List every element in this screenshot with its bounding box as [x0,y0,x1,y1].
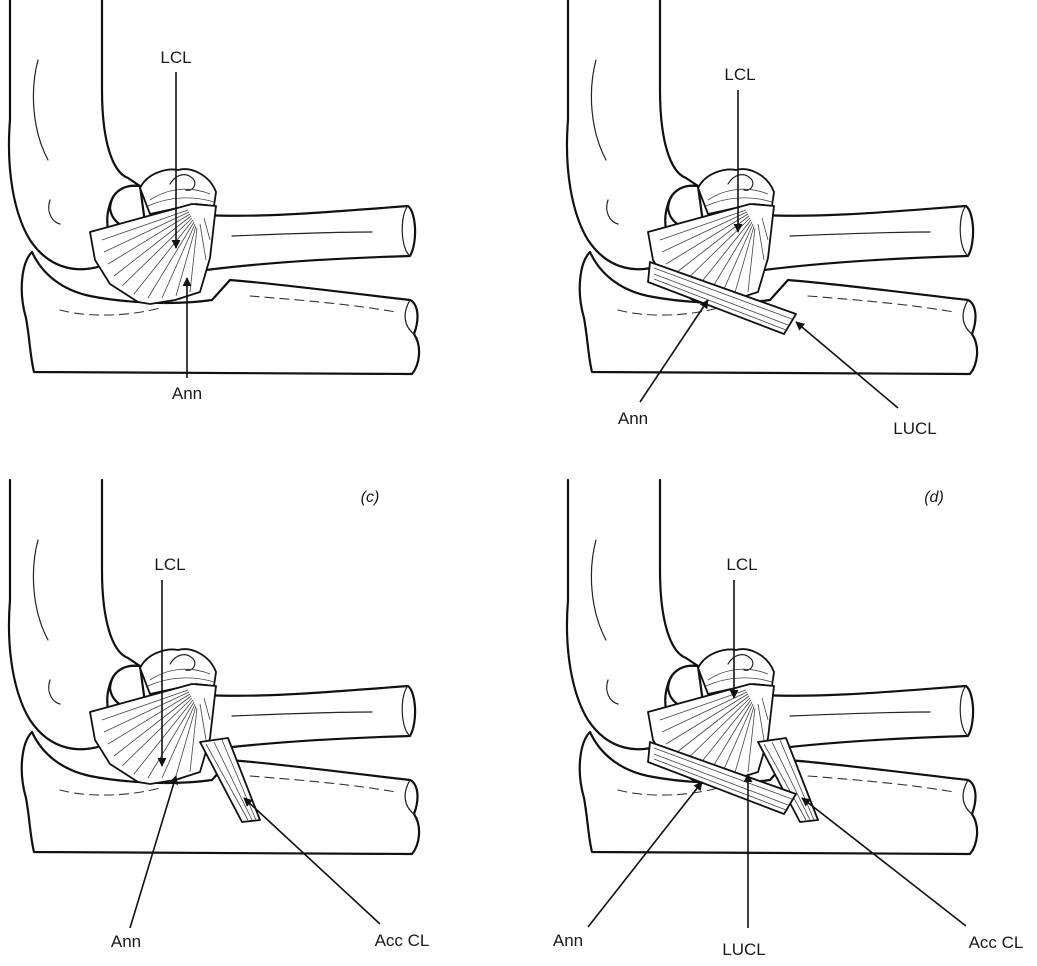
panel-tag: (c) [361,489,380,506]
lucl-label: LUCL [893,419,936,438]
acc-label: Acc CL [969,933,1024,952]
panel-a: LCL Ann [9,0,419,403]
ann-label: Ann [618,409,648,428]
panel-c: (c) LCL Ann Acc CL [9,480,429,951]
lcl-label: LCL [160,48,191,67]
lucl-label: LUCL [722,940,765,959]
lateral-collateral-ligament [90,204,216,304]
ann-label: Ann [111,932,141,951]
lateral-collateral-ligament [90,684,216,784]
lcl-label: LCL [724,65,755,84]
panel-d: (d) LCL Ann LUCL Acc CL [553,480,1024,959]
acc-label: Acc CL [375,931,430,950]
lcl-label: LCL [726,555,757,574]
panel-b: LCL Ann LUCL [567,0,977,438]
ann-label: Ann [553,931,583,950]
panel-tag: (d) [924,489,944,506]
lcl-label: LCL [154,555,185,574]
ann-label: Ann [172,384,202,403]
